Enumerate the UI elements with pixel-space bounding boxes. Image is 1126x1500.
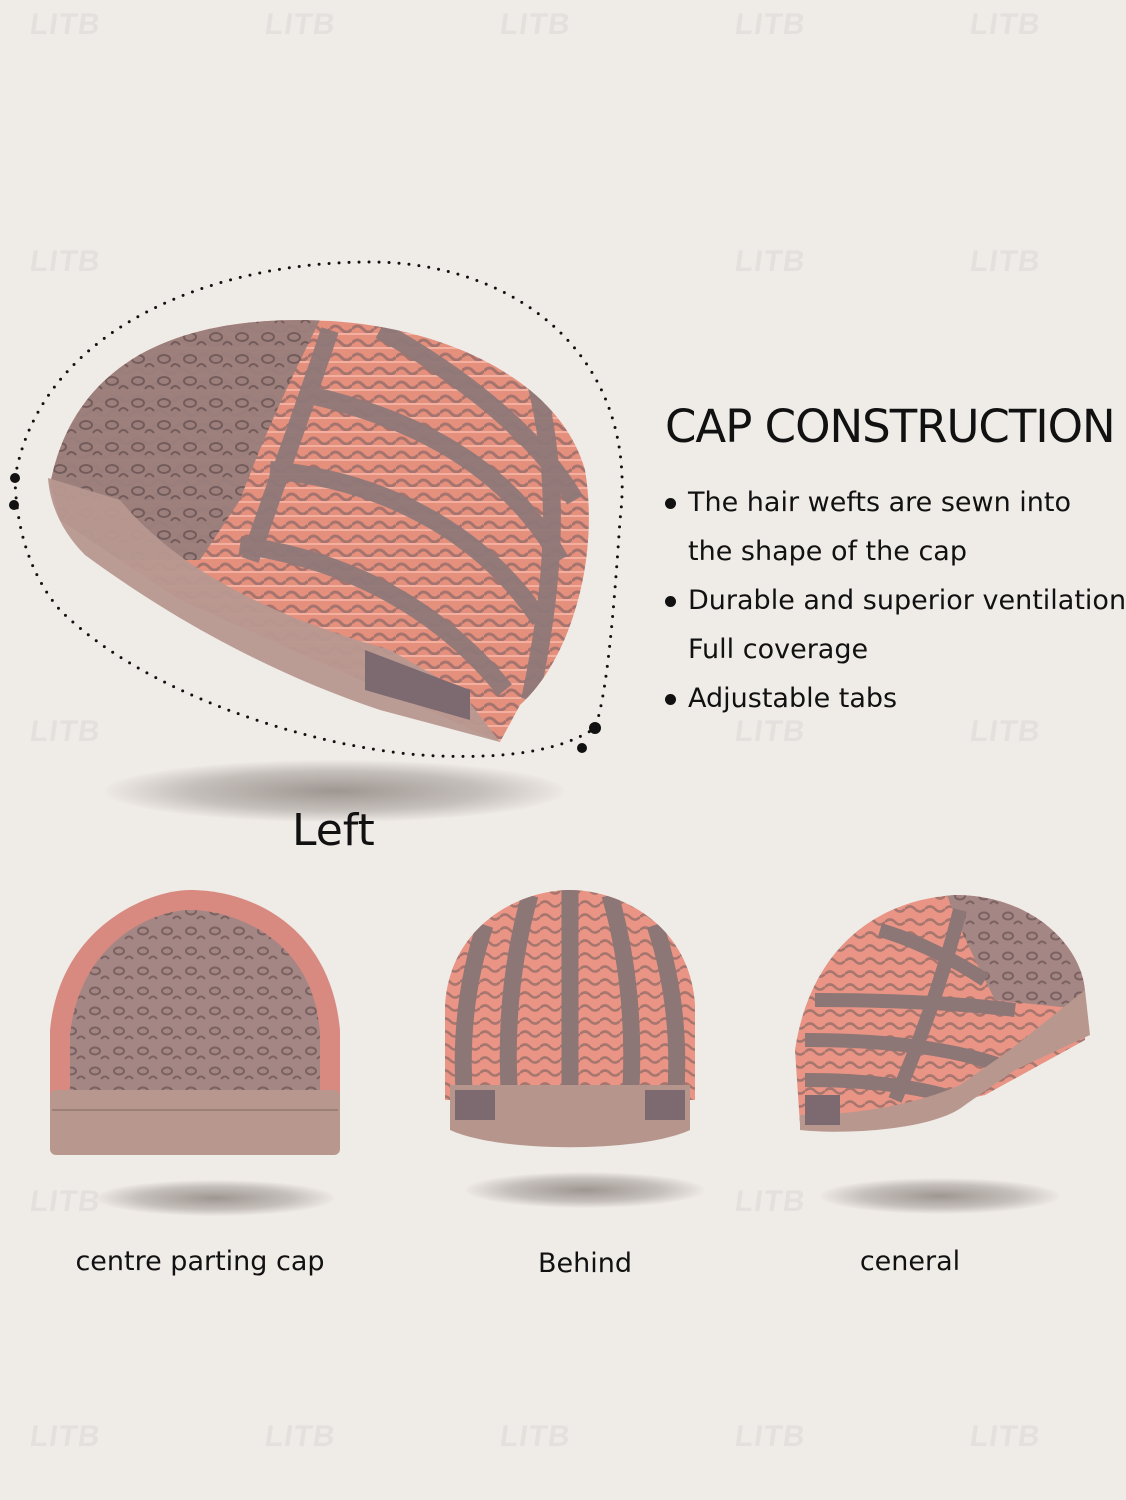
feature-list: The hair wefts are sewn into the shape o…: [665, 478, 1126, 723]
bullet-icon: [665, 694, 676, 705]
watermark: LITB: [498, 8, 573, 42]
watermark: LITB: [263, 1420, 338, 1454]
bullet-icon: [665, 498, 676, 509]
product-shadow: [465, 1172, 705, 1208]
wig-cap-centre-parting-image: [50, 890, 340, 1155]
dotted-highlight-outline: [13, 260, 624, 758]
wig-cap-left-view-image: [9, 260, 624, 758]
watermark: LITB: [733, 1185, 808, 1219]
watermark: LITB: [968, 245, 1043, 279]
left-view-label: Left: [292, 805, 375, 856]
list-item: Durable and superior ventilation: [665, 576, 1126, 625]
wig-cap-behind-image: [445, 890, 695, 1148]
wig-cap-general-image: [795, 895, 1090, 1132]
heading: CAP CONSTRUCTION: [665, 400, 1116, 453]
product-shadow: [820, 1178, 1060, 1214]
watermark: LITB: [28, 8, 103, 42]
list-item: Full coverage: [665, 625, 1126, 674]
feature-text: The hair wefts are sewn into: [688, 487, 1072, 518]
behind-label: Behind: [538, 1248, 632, 1279]
watermark: LITB: [968, 1420, 1043, 1454]
feature-text: Durable and superior ventilation: [688, 585, 1126, 616]
feature-text: the shape of the cap: [688, 536, 967, 567]
watermark: LITB: [733, 1420, 808, 1454]
watermark: LITB: [733, 8, 808, 42]
watermark: LITB: [733, 245, 808, 279]
watermark: LITB: [28, 1420, 103, 1454]
list-item: the shape of the cap: [665, 527, 1126, 576]
watermark: LITB: [498, 1420, 573, 1454]
watermark: LITB: [263, 8, 338, 42]
feature-text: Full coverage: [688, 634, 869, 665]
bullet-icon: [665, 596, 676, 607]
feature-text: Adjustable tabs: [688, 683, 898, 714]
watermark: LITB: [968, 8, 1043, 42]
list-item: The hair wefts are sewn into: [665, 478, 1126, 527]
centre-parting-label: centre parting cap: [75, 1246, 325, 1277]
general-label: ceneral: [859, 1246, 961, 1277]
product-shadow: [105, 760, 565, 822]
product-shadow: [95, 1180, 335, 1216]
list-item: Adjustable tabs: [665, 674, 1126, 723]
watermark: LITB: [28, 1185, 103, 1219]
